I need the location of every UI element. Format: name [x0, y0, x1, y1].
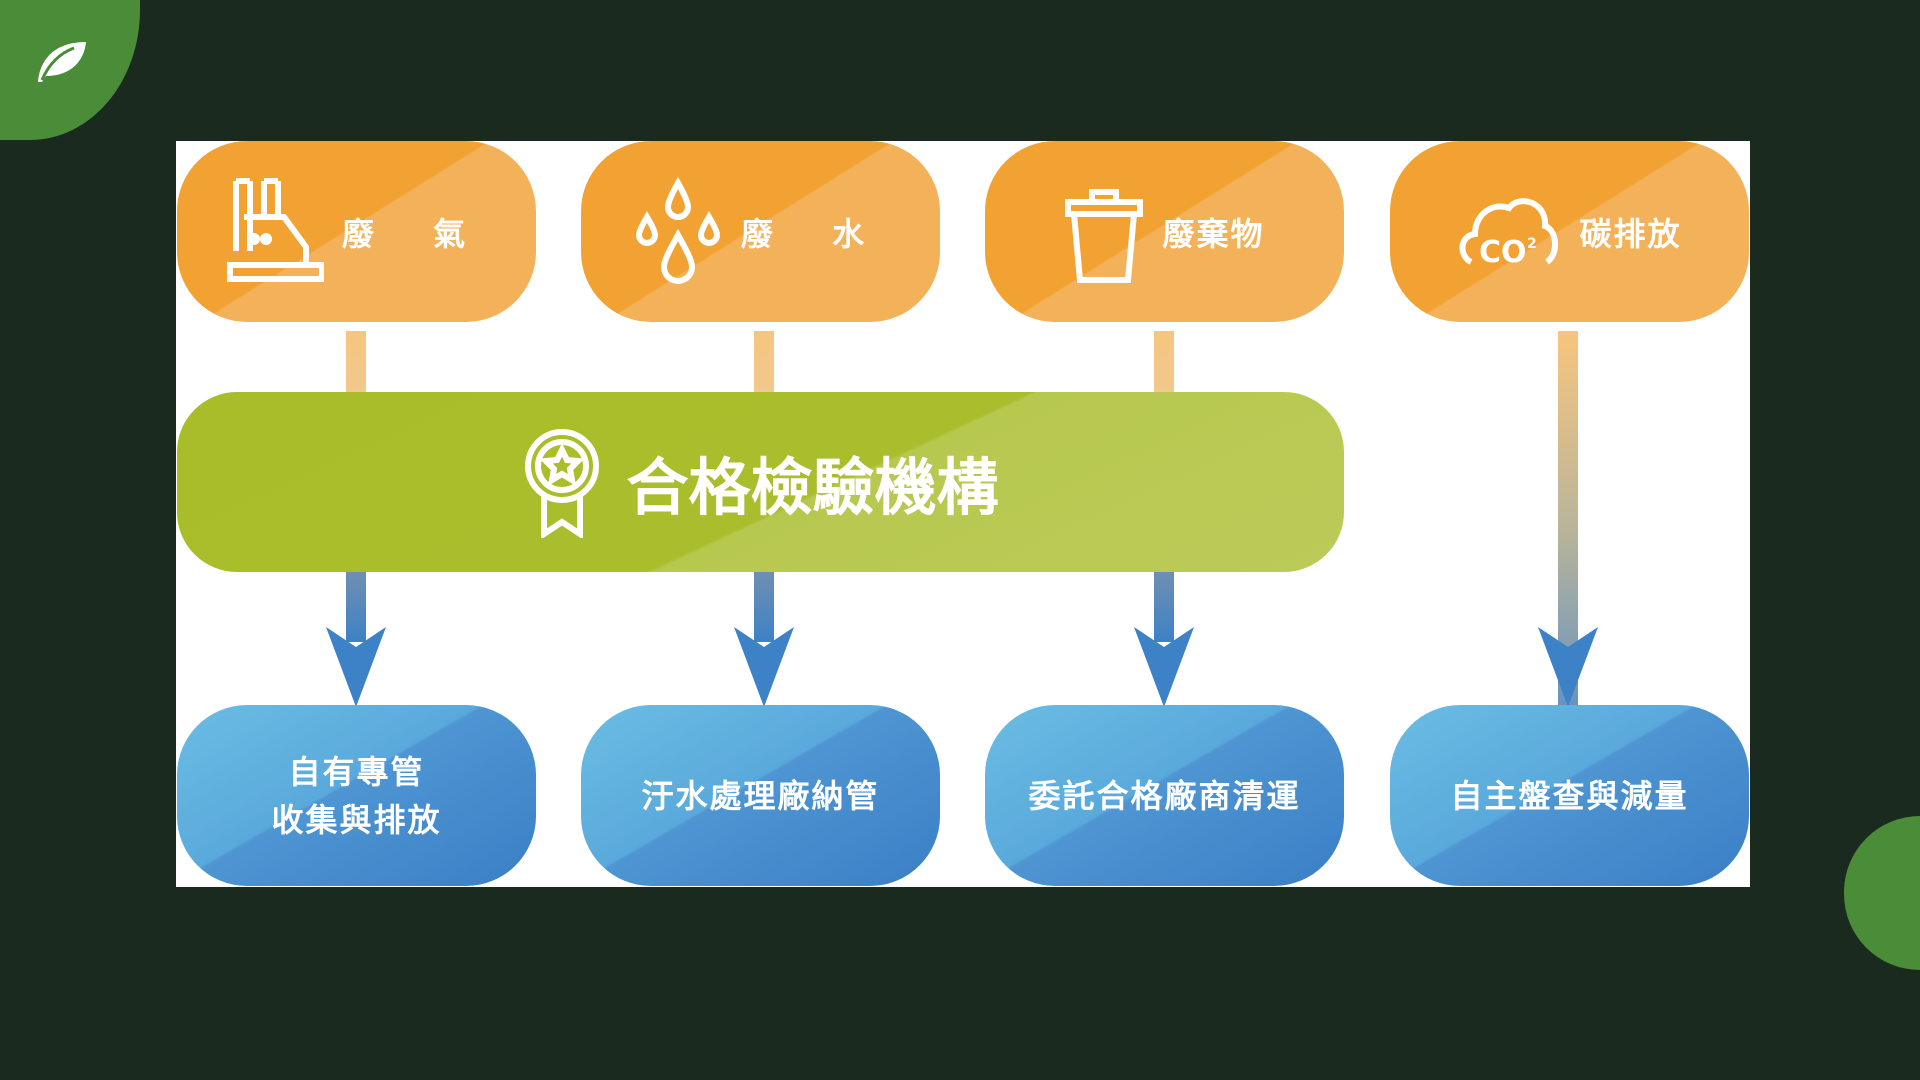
source-label: 廢 水 — [740, 214, 889, 253]
connector — [1154, 331, 1174, 393]
outcome-self-inventory: 自主盤查與減量 — [1390, 705, 1749, 886]
outcome-label-line1: 自有專管 — [288, 752, 425, 791]
source-label: 廢 氣 — [341, 214, 490, 253]
trash-can-icon — [1065, 188, 1144, 283]
arrow-down-icon — [326, 572, 386, 707]
source-waste-water: 廢 水 — [581, 141, 940, 322]
outcome-label: 自主盤查與減量 — [1450, 776, 1689, 815]
svg-text:CO: CO — [1479, 235, 1527, 270]
outcome-sewage-plant: 汙水處理廠納管 — [581, 705, 940, 886]
source-label: 廢棄物 — [1162, 214, 1265, 253]
connector — [754, 331, 774, 393]
connector — [346, 331, 366, 393]
svg-text:2: 2 — [1527, 236, 1537, 252]
certified-inspection-agency: 合格檢驗機構 — [177, 392, 1344, 572]
factory-icon — [226, 177, 324, 282]
corner-decoration-right — [1844, 816, 1920, 970]
outcome-own-pipeline: 自有專管收集與排放 — [177, 705, 536, 886]
arrow-down-icon — [734, 572, 794, 707]
outcome-label: 委託合格廠商清運 — [1028, 776, 1301, 815]
water-drops-icon — [635, 176, 720, 284]
leaf-icon — [38, 42, 86, 82]
connector-long — [1558, 331, 1578, 731]
outcome-label: 汙水處理廠納管 — [641, 776, 880, 815]
arrow-down-icon — [1538, 627, 1598, 707]
outcome-label-line2: 收集與排放 — [271, 800, 442, 839]
middle-label: 合格檢驗機構 — [626, 451, 999, 524]
source-label: 碳排放 — [1579, 214, 1682, 253]
outcome-licensed-contractor: 委託合格廠商清運 — [985, 705, 1344, 886]
source-solid-waste: 廢棄物 — [985, 141, 1344, 322]
award-badge-icon — [525, 429, 600, 538]
source-waste-gas: 廢 氣 — [177, 141, 536, 322]
arrow-down-icon — [1134, 572, 1194, 707]
